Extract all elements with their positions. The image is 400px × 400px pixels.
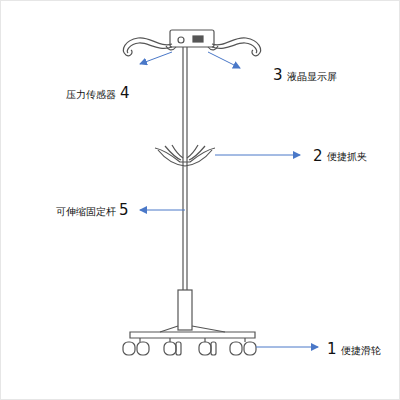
callout-number: 2 xyxy=(313,149,323,164)
callout-number: 4 xyxy=(120,86,130,101)
part-name: 压力传感器 xyxy=(66,90,116,100)
part-name: 便捷滑轮 xyxy=(341,346,381,356)
callout-number: 3 xyxy=(273,68,283,83)
part-name: 可伸缩固定杆 xyxy=(56,207,116,217)
callout-number: 5 xyxy=(119,203,129,218)
callout-number: 1 xyxy=(327,342,337,357)
part-name: 液晶显示屏 xyxy=(287,72,337,82)
pole-drawing xyxy=(123,30,261,355)
leader-arrows xyxy=(140,52,318,347)
part-name: 便捷抓夹 xyxy=(327,152,367,162)
